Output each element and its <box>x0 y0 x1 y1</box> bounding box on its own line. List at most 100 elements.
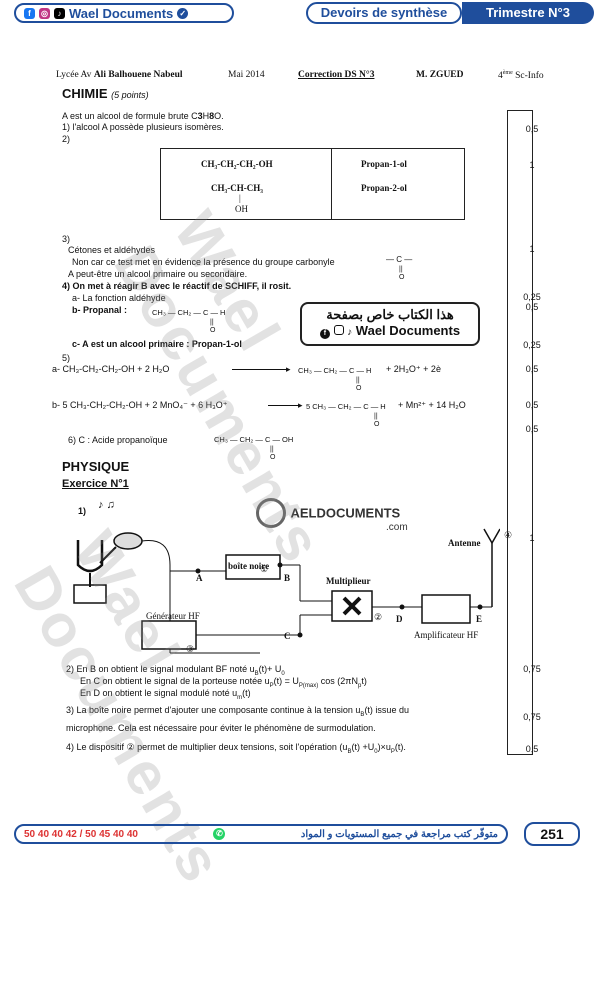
name-1: Propan-1-ol <box>361 159 407 169</box>
exercice-title: Exercice N°1 <box>62 478 129 490</box>
footer-bar: 50 40 40 42 / 50 45 40 40 ✆ متوفّر كتب م… <box>14 824 508 844</box>
facebook-icon: f <box>24 7 35 19</box>
logo-domain: .com <box>386 522 408 533</box>
carbonyl-dbl: || <box>399 266 403 273</box>
page-number: 251 <box>524 822 580 846</box>
chain-5a-dbl: || <box>356 377 360 384</box>
promo-brand: f ♪ Wael Documents <box>302 323 478 339</box>
arrow-b-head: ▸ <box>298 400 303 410</box>
chimie-q4c: c- A est un alcool primaire : Propan-1-o… <box>72 339 242 349</box>
chimie-q2: 2) <box>62 134 71 144</box>
chimie-q6: 6) C : Acide propanoïque <box>68 435 168 445</box>
phys-q4: 4) Le dispositif ② permet de multiplier … <box>66 742 406 755</box>
arrow-a <box>232 369 288 370</box>
formula-2-bar: | <box>239 193 241 203</box>
multiplieur-label: Multiplieur <box>326 576 371 586</box>
circuit-diagram <box>73 528 500 654</box>
verified-icon: ✓ <box>177 7 189 19</box>
date: Mai 2014 <box>228 70 265 80</box>
circle-2-label: ② <box>374 612 383 622</box>
chimie-q4a: a- La fonction aldéhyde <box>72 293 166 303</box>
chimie-title: CHIMIE (5 points) <box>62 86 149 101</box>
classe: 4ème Sc-Info <box>498 70 544 82</box>
whatsapp-icon: ✆ <box>213 828 226 840</box>
chimie-q5b: b- 5 CH₃-CH₂-CH₂-OH + 2 MnO₄⁻ + 6 H₃O⁺ <box>52 400 228 410</box>
chimie-q5b-r: + Mn²⁺ + 14 H₂O <box>398 400 466 410</box>
promo-arabic: هذا الكتاب خاص بصفحة <box>326 307 454 322</box>
chimie-q3c: A peut-être un alcool primaire ou second… <box>68 269 248 279</box>
antenne-label: Antenne <box>448 538 481 548</box>
chain-5b-dbl: || <box>374 413 378 420</box>
instagram-icon <box>333 325 344 335</box>
phys-q3b: microphone. Cela est nécessaire pour évi… <box>66 723 376 733</box>
phys-q3a: 3) La boîte noire permet d'ajouter une c… <box>66 705 409 718</box>
chain-6: CH₃ — CH₂ — C — OH <box>214 435 294 444</box>
score-column <box>507 110 533 755</box>
chimie-q4: 4) On met à réagir B avec le réactif de … <box>62 281 292 291</box>
score-7: 0,5 <box>525 364 539 374</box>
logo-icon <box>256 498 286 528</box>
brand-name: Wael Documents <box>69 5 174 21</box>
prof: M. ZGUED <box>416 70 464 80</box>
phys-q2b: En C on obtient le signal de la porteuse… <box>80 676 367 689</box>
instagram-icon: ◎ <box>39 7 50 19</box>
chimie-q3a: Cétones et aldéhydes <box>68 245 156 255</box>
formula-2: CH₃-CH-CH₃ <box>211 183 263 193</box>
score-5: 0,5 <box>525 302 539 312</box>
chain-5b: 5 CH₃ — CH₂ — C — H <box>306 402 386 411</box>
circle-3-label: ③ <box>186 644 195 654</box>
chain-6-dbl: || <box>270 446 274 453</box>
score-3: 1 <box>529 244 535 254</box>
tiktok-icon: ♪ <box>347 327 353 338</box>
node-a: A <box>196 573 203 583</box>
chimie-q5a-r: + 2H₃O⁺ + 2è <box>386 364 441 374</box>
score-1: 0,5 <box>525 124 539 134</box>
node-e: E <box>476 614 483 624</box>
formula-2-oh: OH <box>235 204 248 214</box>
physique-title: PHYSIQUE <box>62 459 130 474</box>
score-4: 0,25 <box>523 292 541 302</box>
chain-5a-o: O <box>356 385 362 392</box>
arrow-b <box>268 405 300 406</box>
propanal-o: O <box>210 327 216 334</box>
tiktok-icon: ♪ <box>54 7 65 19</box>
circle-4-label: ④ <box>504 530 513 540</box>
doc-tag: Devoirs de synthèse <box>306 2 462 24</box>
logo: AELDOCUMENTS .com <box>256 498 408 533</box>
score-6: 0,25 <box>523 340 541 350</box>
chimie-q1: 1) l'alcool A possède plusieurs isomères… <box>62 122 224 132</box>
lycee: Lycée Av Ali Balhouene Nabeul <box>56 70 183 80</box>
propanal-dbl: || <box>210 319 214 326</box>
music-note-icon: ♪ ♫ <box>98 499 115 511</box>
footer-phones: 50 40 40 42 / 50 45 40 40 <box>24 828 138 840</box>
footer-text: متوفّر كتب مراجعة في جميع المستويات و ال… <box>300 828 498 840</box>
name-2: Propan-2-ol <box>361 183 407 193</box>
chimie-q4b: b- Propanal : <box>72 305 128 315</box>
amplificateur-label: Amplificateur HF <box>414 630 479 640</box>
boite-noire-label: boîte noire <box>228 561 270 571</box>
phys-q2: 2) En B on obtient le signal modulant BF… <box>66 664 285 677</box>
phys-q1: 1) <box>78 506 87 516</box>
chimie-q3b: Non car ce test met en évidence la prése… <box>72 257 335 267</box>
propanal-chain: CH₃ — CH₂ — C — H <box>152 308 226 317</box>
node-d: D <box>396 614 403 624</box>
score-10: 1 <box>529 533 535 543</box>
chimie-q5: 5) <box>62 353 71 363</box>
node-b: B <box>284 573 291 583</box>
arrow-a-head: ▸ <box>286 364 291 374</box>
generateur-label: Générateur HF <box>146 611 200 621</box>
promo-box: هذا الكتاب خاص بصفحة f ♪ Wael Documents <box>300 302 480 346</box>
logo-name: AELDOCUMENTS <box>290 505 401 521</box>
score-2: 1 <box>529 160 535 170</box>
carbonyl-o: O <box>399 274 405 281</box>
score-13: 0,5 <box>525 744 539 754</box>
chain-5b-o: O <box>374 421 380 428</box>
brand-pill: f ◎ ♪ Wael Documents ✓ <box>14 3 234 23</box>
doc-title: Correction DS N°3 <box>298 70 375 80</box>
facebook-icon: f <box>319 329 330 339</box>
score-12: 0,75 <box>523 712 541 722</box>
chimie-q5a: a- CH₃-CH₂-CH₂-OH + 2 H₂O <box>52 364 170 374</box>
circle-1-label: ① <box>260 564 269 574</box>
score-9: 0,5 <box>525 424 539 434</box>
trimestre-tag: Trimestre N°3 <box>462 2 594 24</box>
